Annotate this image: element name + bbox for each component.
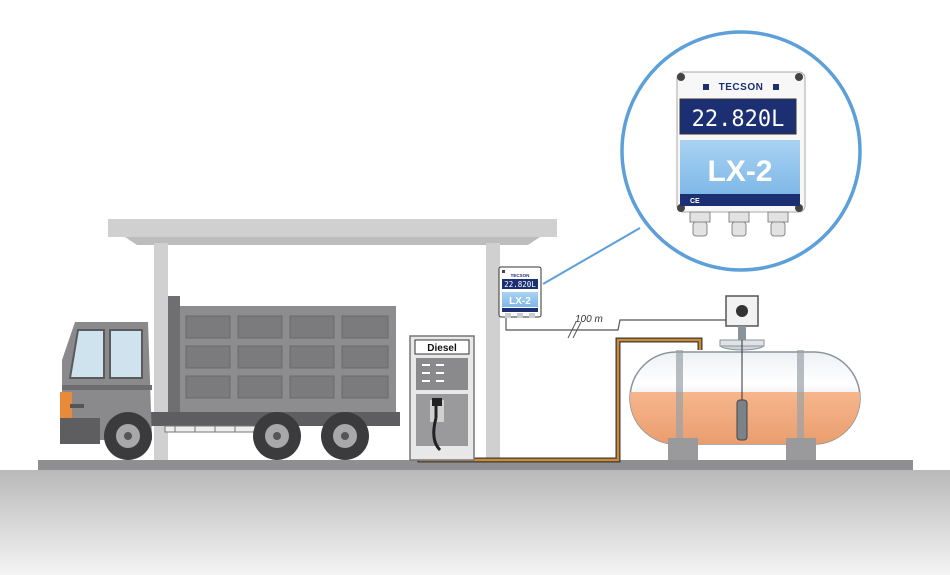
zoom-brand-label: TECSON: [719, 82, 764, 93]
zoom-reading: 22.820L: [692, 107, 785, 132]
small-brand-label: TECSON: [511, 273, 530, 278]
small-model-label: LX-2: [509, 296, 531, 307]
canopy: [108, 219, 557, 460]
pump-label: Diesel: [427, 343, 457, 354]
dump-truck: [60, 296, 400, 460]
ground: [0, 460, 950, 575]
small-reading: 22.820L: [504, 280, 536, 289]
zoom-model-label: LX-2: [707, 155, 772, 188]
diesel-pump: Diesel: [409, 335, 475, 461]
storage-tank: [629, 295, 861, 460]
level-gauge-zoom: TECSON 22.820L LX-2 CE: [620, 30, 862, 272]
cable-distance-label: 100 m: [575, 314, 603, 325]
signal-cable: 100 m: [505, 314, 743, 339]
zoom-connector: [542, 227, 641, 285]
cable-glands: [689, 211, 789, 237]
level-gauge-small: TECSON 22.820L LX-2: [498, 266, 542, 318]
ce-mark: CE: [690, 198, 700, 205]
truck-wheels: [104, 412, 369, 460]
